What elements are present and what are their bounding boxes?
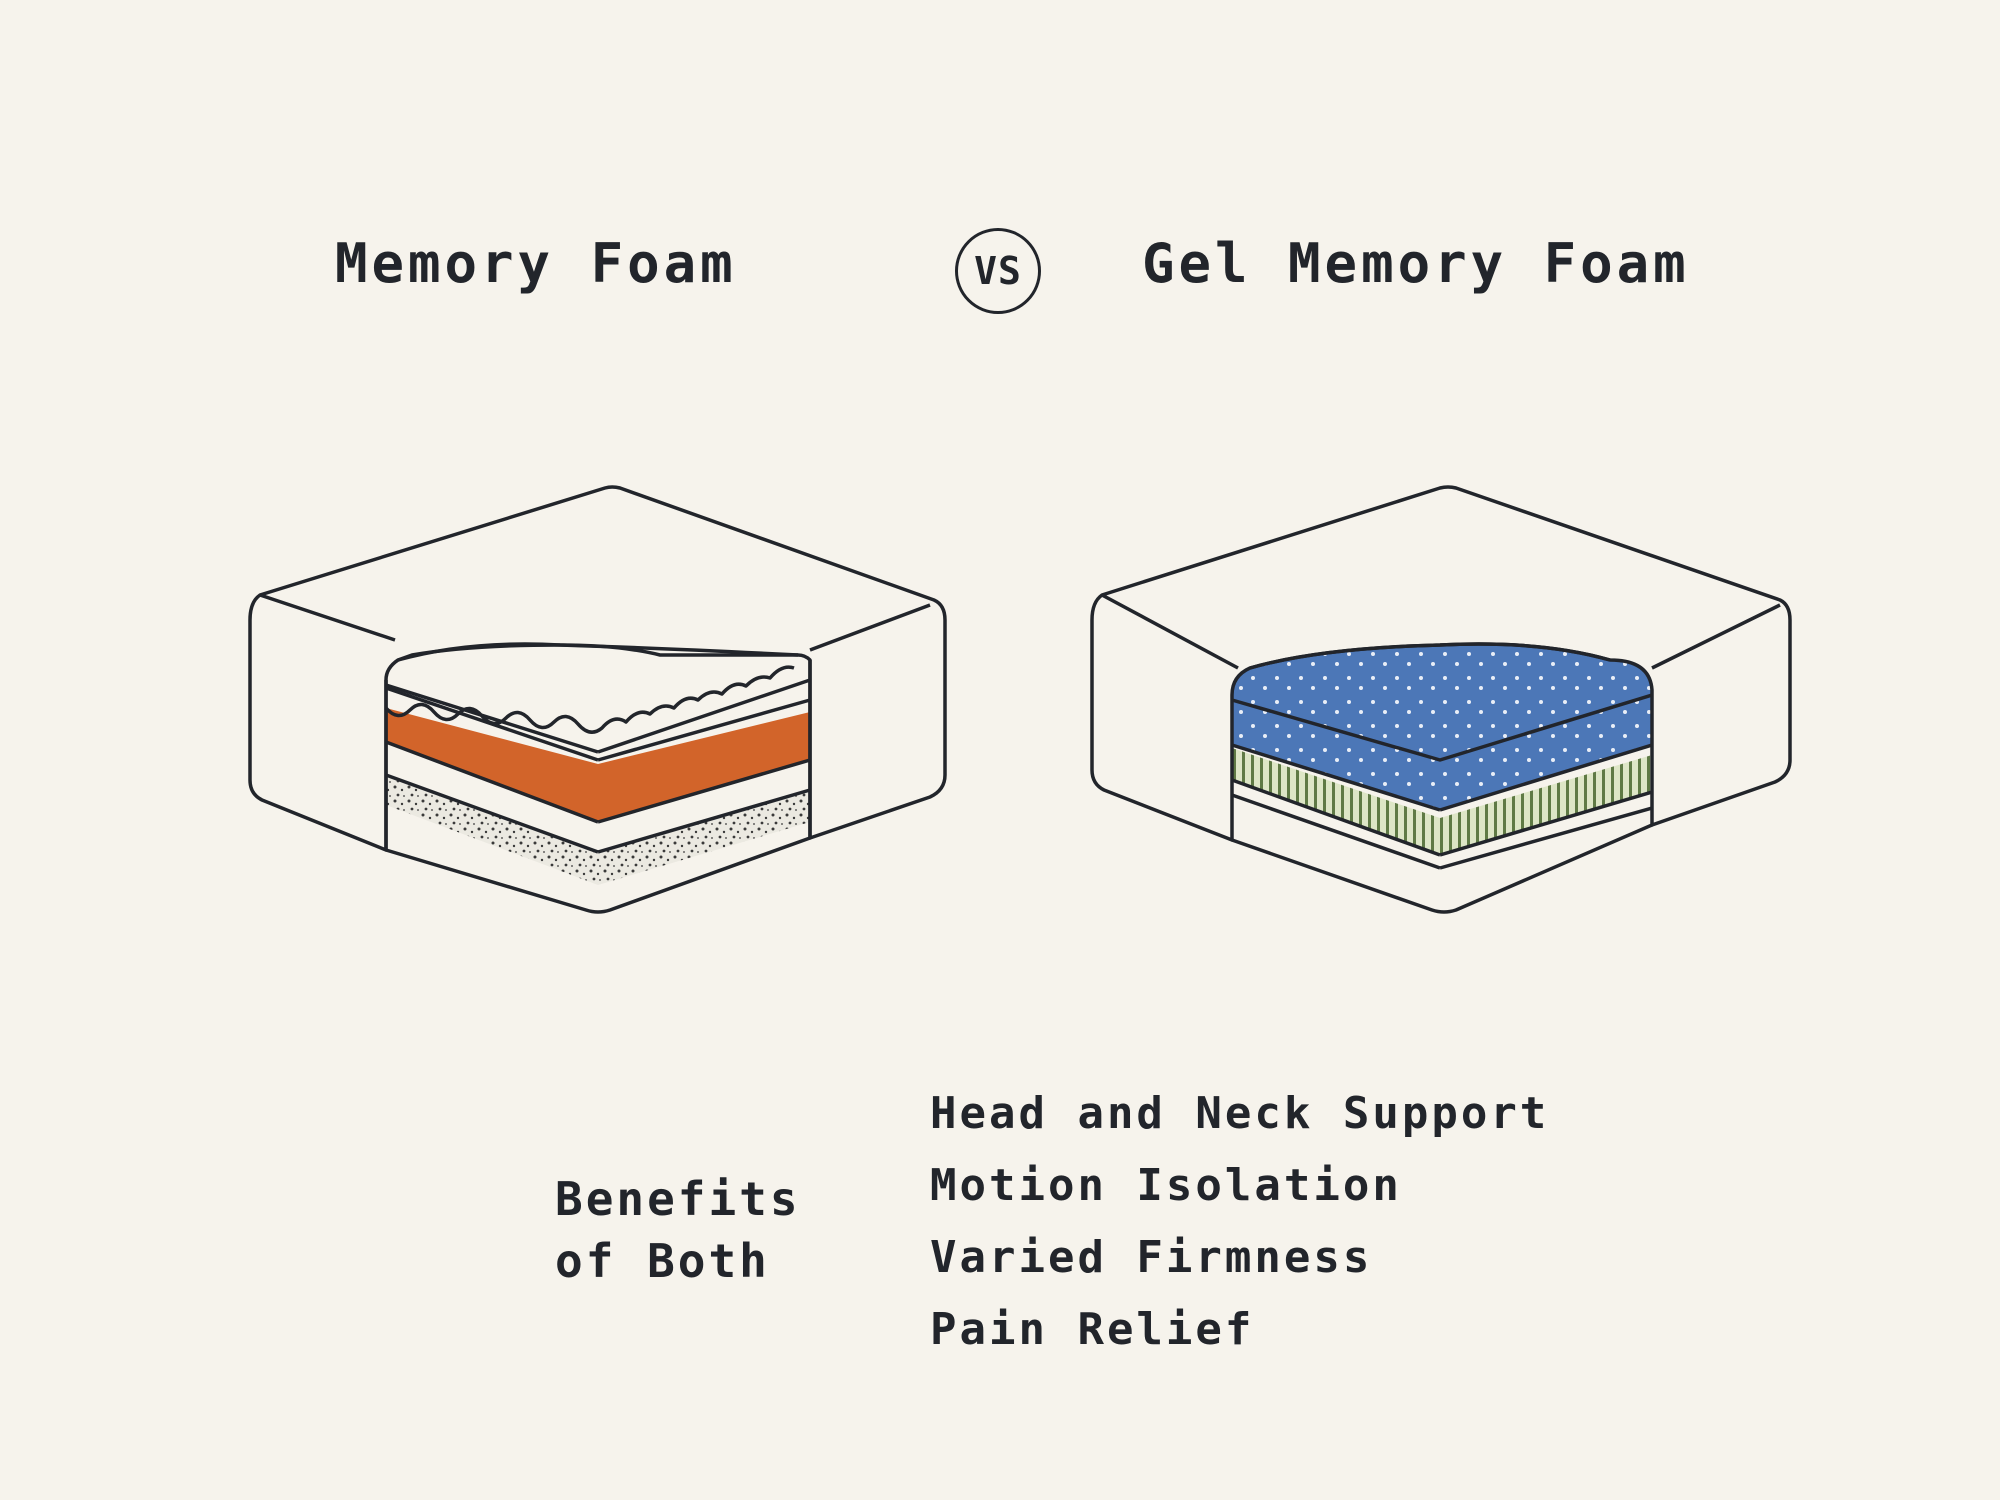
vs-badge: VS [955, 228, 1041, 314]
memory-foam-comfort-layer [386, 708, 810, 822]
memory-foam-title: Memory Foam [335, 232, 737, 295]
gel-support-layer [1232, 748, 1652, 855]
memory-foam-support-layer [386, 775, 810, 885]
benefit-list: Head and Neck Support Motion Isolation V… [930, 1078, 1549, 1366]
benefits-label-line1: Benefits [555, 1172, 801, 1226]
benefit-item: Varied Firmness [930, 1232, 1373, 1283]
memory-foam-mattress [248, 485, 947, 914]
benefit-item: Head and Neck Support [930, 1088, 1550, 1139]
benefits-label: Benefits of Both [555, 1168, 801, 1292]
gel-memory-foam-title: Gel Memory Foam [1142, 232, 1690, 295]
gel-memory-foam-mattress [1090, 485, 1792, 914]
benefit-item: Pain Relief [930, 1304, 1255, 1355]
gel-top-layer [1232, 644, 1652, 810]
benefits-label-line2: of Both [555, 1234, 770, 1288]
vs-label: VS [974, 249, 1022, 293]
benefit-item: Motion Isolation [930, 1160, 1402, 1211]
